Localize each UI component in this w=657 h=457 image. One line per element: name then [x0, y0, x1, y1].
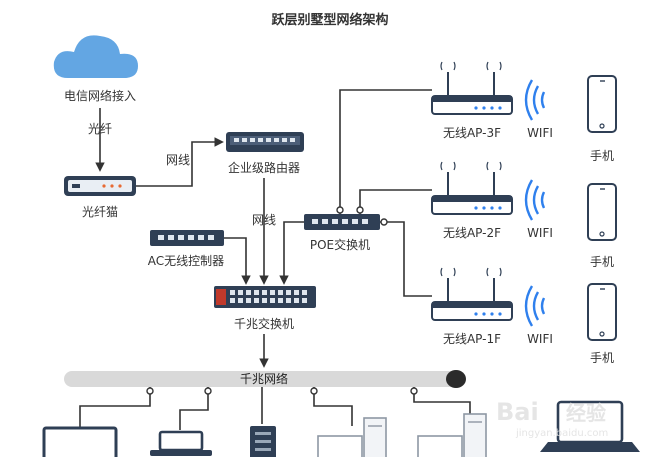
phone-3f-label: 手机 — [590, 149, 614, 163]
gigabit-switch-icon — [214, 286, 316, 308]
desktop-computer-icon — [417, 413, 487, 457]
gigabit-switch-label: 千兆交换机 — [234, 316, 294, 331]
isp-label: 电信网络接入 — [64, 88, 136, 103]
poe-ap1-connector — [380, 221, 432, 297]
poe-ap2-connector — [359, 189, 432, 214]
laptop-icon — [150, 430, 212, 456]
phone-1f-label: 手机 — [590, 351, 614, 365]
ap-2f-icon — [431, 161, 513, 215]
fiber-label: 光纤 — [88, 122, 112, 136]
wifi-1f-label: WIFI — [527, 332, 553, 346]
desktop-computer-icon — [317, 417, 387, 457]
cable2-label: 网线 — [252, 213, 276, 227]
poe-label: POE交换机 — [310, 237, 370, 252]
phone-icon — [587, 75, 617, 133]
router-icon — [226, 132, 304, 152]
backbone-bus — [64, 370, 466, 388]
poe-switch-icon — [304, 214, 380, 230]
wifi-signal-icon — [524, 179, 546, 221]
phone-icon — [587, 283, 617, 341]
ap-1f-icon — [431, 267, 513, 321]
baidu-watermark: Bai 经验 jingyan.baidu.com — [496, 398, 608, 439]
ap-3f-label: 无线AP-3F — [443, 126, 501, 140]
cable1-label: 网线 — [166, 153, 190, 167]
laptop-icon — [540, 400, 640, 452]
ac-switch-connector — [224, 237, 251, 285]
wifi-3f-label: WIFI — [527, 126, 553, 140]
watermark-url: jingyan.baidu.com — [515, 428, 608, 439]
wifi-2f-label: WIFI — [527, 226, 553, 240]
backbone-drop-connectors — [79, 387, 471, 430]
watermark-brand: Bai — [496, 398, 539, 426]
ap-1f-label: 无线AP-1F — [443, 332, 501, 346]
watermark-brand2: 经验 — [566, 401, 606, 425]
cloud-icon — [53, 35, 138, 78]
optical-modem-icon — [64, 176, 136, 196]
wifi-signal-icon — [524, 285, 546, 327]
ac-label: AC无线控制器 — [148, 254, 224, 268]
server-icon — [250, 426, 276, 457]
ap-3f-icon — [431, 61, 513, 115]
backbone-label: 千兆网络 — [240, 371, 288, 386]
poe-switch-connector — [279, 221, 304, 285]
modem-router-connector — [136, 137, 224, 187]
ap-2f-label: 无线AP-2F — [443, 226, 501, 240]
router-label: 企业级路由器 — [228, 160, 300, 175]
ac-controller-icon — [150, 230, 224, 246]
wifi-signal-icon — [524, 79, 546, 121]
phone-2f-label: 手机 — [590, 255, 614, 269]
desktop-monitor-icon — [42, 426, 118, 457]
poe-ap3-connector — [339, 89, 432, 214]
diagram-title: 跃层别墅型网络架构 — [271, 12, 388, 28]
phone-icon — [587, 183, 617, 241]
modem-label: 光纤猫 — [82, 205, 118, 219]
